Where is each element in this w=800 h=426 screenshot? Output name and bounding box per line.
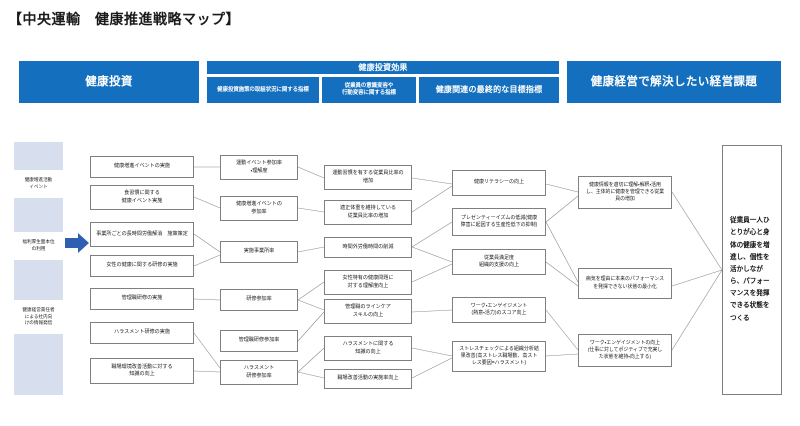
header-effect-behavior-index: 従業員の意識変容や 行動変容に関する指標 (321, 76, 417, 104)
node-outcome-2: プレゼンティーイズムの低減(健康 障害に起因する生産性低下の抑制) (452, 208, 546, 236)
node-goal-statement: 従業員一人ひとりが心と身体の健康を増進し、個性を活かしながら、パフォーマンスを発… (722, 145, 782, 395)
node-behavior-2: 適正体重を維持している 従業員比率の増加 (324, 200, 412, 225)
node-measure-3: 事業所ごとの長時間労働解消 施策策定 (90, 222, 194, 247)
node-outcome-5: ストレスチェックによる組織分析結 果改善(高ストレス職場数、高スト レス要因=ハ… (452, 341, 546, 372)
rail-item-welfare-use: 福利厚生面本位 の利用 (14, 232, 63, 260)
node-measure-2: 食習慣に関する 健康イベント実施 (90, 185, 194, 210)
header-health-investment: 健康投資 (18, 60, 200, 104)
node-measure-4: 女性の健康に関する研修の実施 (90, 255, 194, 277)
node-final-2: 病気を理由に本来のパフォーマンス を発揮できない状態の最小化 (578, 268, 672, 299)
node-outcome-1: 健康リテラシーの向上 (452, 170, 546, 196)
page-title: 【中央運輸 健康推進戦略マップ】 (8, 11, 240, 27)
node-measure-7: 職場環境改善活動に対する 知識の向上 (90, 358, 194, 384)
node-participation-6: ハラスメント 研修参加率 (220, 360, 298, 385)
header-management-issue: 健康経営で解決したい経営課題 (566, 60, 782, 104)
node-behavior-5: 管理職のラインケア スキルの向上 (324, 299, 412, 324)
node-behavior-4: 女性特有の健康問題に 対する理解度向上 (324, 270, 412, 295)
node-participation-1: 運動イベント参加率 ・理解度 (220, 155, 298, 180)
node-outcome-4: ワーク・エンゲイジメント (熱意・活力)のスコア向上 (452, 297, 546, 323)
header-effect-implementation-index: 健康投資施策の取組状況に関する指標 (206, 76, 320, 104)
node-measure-5: 管理職研修の実施 (90, 288, 194, 310)
node-measure-6: ハラスメント研修の実施 (90, 322, 194, 344)
node-outcome-3: 従業員満足度 組織的支援の向上 (452, 249, 546, 275)
header-effect-final-target-index: 健康関連の最終的な目標指標 (418, 76, 560, 104)
node-participation-3: 実施事業所率 (220, 241, 298, 263)
rail-item-health-events: 健康増進活動 イベント (14, 170, 63, 198)
node-behavior-7: 職場改善活動の実施率向上 (324, 369, 412, 389)
node-behavior-3: 時間外労働時間の削減 (324, 237, 412, 258)
node-participation-5: 管理職研修参加率 (220, 330, 298, 352)
node-measure-1: 健康増進イベントの実施 (90, 156, 194, 178)
node-behavior-6: ハラスメントに関する 知識の向上 (324, 336, 412, 361)
node-final-1: 健康情報を適切に理解・解釈・活用 し、主体的に健康を管理できる従業 員の増加 (578, 176, 672, 209)
node-participation-4: 研修参加率 (220, 289, 298, 311)
node-final-3: ワーク・エンゲイジメントの向上 (仕事に対してポジティブで充実し た状態を維持・… (578, 334, 672, 367)
rail-item-internal-comms: 健康経営責任者 による社内向 けの情報発信 (14, 300, 63, 334)
header-health-investment-effect: 健康投資効果 (206, 60, 560, 75)
right-arrow-icon (65, 233, 89, 253)
node-participation-2: 健康増進イベントの 参加率 (220, 196, 298, 221)
node-behavior-1: 運動習慣を有する従業員比率の 増加 (324, 165, 412, 190)
